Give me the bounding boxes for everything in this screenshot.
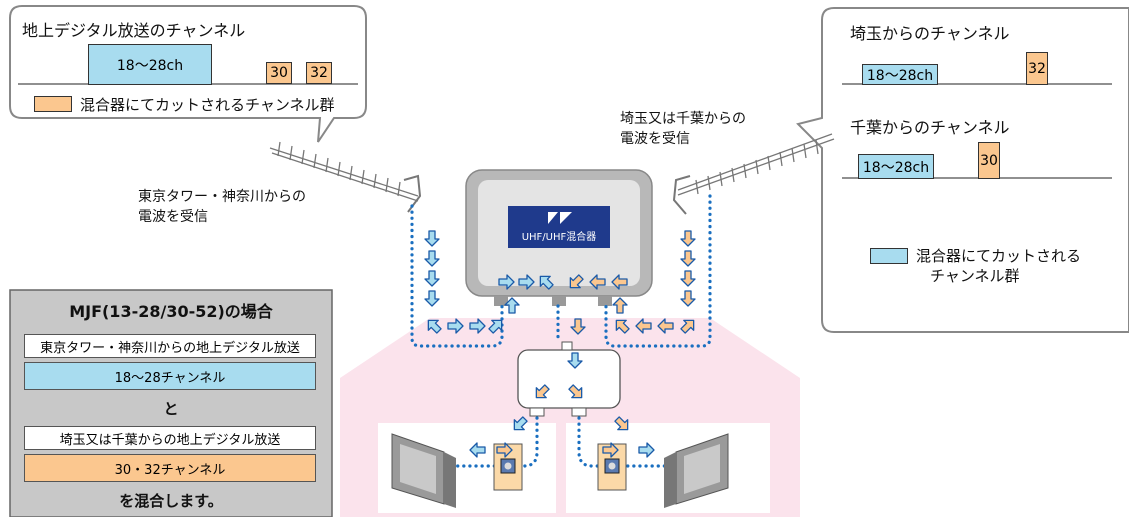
signal-arrow — [469, 318, 486, 334]
signal-arrow — [680, 290, 696, 307]
signal-arrow — [614, 416, 629, 431]
panel-channels-1: 18〜28チャンネル — [24, 362, 316, 390]
left-legend-text: 混合器にてカットされるチャンネル群 — [80, 96, 335, 114]
left-channel-30: 30 — [266, 62, 292, 84]
signal-arrow — [539, 275, 554, 290]
right-antenna — [672, 133, 835, 215]
signal-arrow — [427, 319, 442, 334]
signal-arrow — [568, 384, 583, 399]
left-band-18-28: 18〜28ch — [88, 44, 212, 85]
mixer-label: UHF/UHF混合器 — [521, 232, 597, 243]
coax-cables — [410, 194, 712, 468]
right-legend-line2: チャンネル群 — [930, 267, 1020, 285]
signal-arrow — [504, 297, 520, 314]
signal-arrows — [424, 230, 696, 458]
tv-right — [664, 433, 729, 508]
right-legend-swatch — [870, 248, 908, 264]
tokyo-label-line2: 電波を受信 — [138, 209, 208, 225]
signal-arrow — [424, 230, 440, 247]
tv-left — [391, 433, 456, 508]
chiba-title: 千葉からのチャンネル — [850, 118, 1010, 137]
panel-source-2: 埼玉又は千葉からの地上デジタル放送 — [24, 426, 316, 450]
left-antenna — [269, 141, 422, 213]
signal-arrow — [469, 442, 486, 458]
signal-arrow — [424, 270, 440, 287]
signal-arrow — [447, 318, 464, 334]
chiba-channel-30: 30 — [978, 142, 1000, 179]
signal-arrow — [424, 290, 440, 307]
signal-arrow — [615, 319, 630, 334]
signal-arrow — [638, 442, 655, 458]
left-legend-swatch — [34, 96, 72, 112]
signal-arrow — [518, 274, 535, 290]
signal-arrow — [535, 384, 550, 399]
mixer-box — [465, 169, 653, 306]
signal-arrow — [680, 230, 696, 247]
chiba-band: 18〜28ch — [858, 154, 934, 179]
signal-arrow — [657, 318, 674, 334]
splitter-box — [517, 349, 621, 409]
saitama-channel-32: 32 — [1026, 52, 1048, 85]
signal-arrow — [424, 250, 440, 267]
signal-arrow — [513, 416, 528, 431]
signal-arrow — [569, 274, 584, 289]
left-bubble-title: 地上デジタル放送のチャンネル — [22, 21, 246, 40]
signal-arrow — [488, 319, 503, 334]
saitama-band: 18〜28ch — [862, 64, 938, 85]
signal-arrow — [680, 319, 695, 334]
signal-arrow — [680, 250, 696, 267]
signal-arrow — [612, 297, 628, 314]
signal-arrow — [611, 274, 628, 290]
signal-arrow — [570, 318, 586, 335]
panel-channels-2: 30・32チャンネル — [24, 454, 316, 482]
tokyo-label-line1: 東京タワー・神奈川からの — [138, 189, 306, 205]
panel-and: と — [163, 400, 179, 418]
saitama-label-line2: 電波を受信 — [620, 131, 690, 147]
signal-arrow — [498, 274, 515, 290]
saitama-title: 埼玉からのチャンネル — [850, 24, 1010, 43]
signal-arrow — [635, 318, 652, 334]
signal-arrow — [602, 442, 619, 458]
signal-arrow — [589, 274, 606, 290]
panel-source-1: 東京タワー・神奈川からの地上デジタル放送 — [24, 334, 316, 358]
signal-arrow — [496, 442, 513, 458]
signal-arrow — [680, 270, 696, 287]
signal-arrow — [567, 352, 583, 369]
right-legend-line1: 混合器にてカットされる — [916, 247, 1082, 265]
panel-title: MJF(13-28/30-52)の場合 — [69, 302, 273, 321]
saitama-label-line1: 埼玉又は千葉からの — [620, 111, 746, 127]
panel-footer: を混合します。 — [119, 492, 223, 510]
left-channel-32: 32 — [306, 62, 332, 84]
